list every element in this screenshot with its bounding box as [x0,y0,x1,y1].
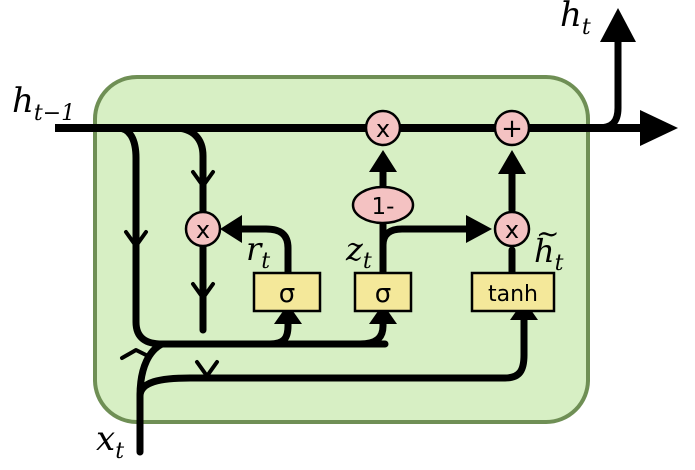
svg-text:σ: σ [375,279,391,309]
label-x-in: xt [96,419,124,464]
top-add-node: + [493,109,531,147]
chevron-down-icon [191,170,215,188]
chevron-up-icon [120,348,150,360]
label-update-gate: zt [345,230,372,274]
top-multiply-node: x [364,109,402,147]
svg-text:+: + [501,114,523,144]
candidate-tanh-layer: tanh [470,271,556,313]
label-reset-gate: rt [246,230,270,274]
reset-gate-input-arrowhead [274,304,302,324]
candidate-multiply-node: x [493,210,531,248]
svg-text:σ: σ [279,279,295,309]
svg-text:x: x [196,216,210,244]
one-minus-arrowhead [369,150,397,172]
output-arrowhead [600,8,636,42]
chevron-down-icon [124,230,148,248]
reset-gate-output-line [236,225,292,277]
update-gate-input-arrowhead [369,304,397,324]
update-gate-input-line [356,318,387,348]
x-to-gates-merge [136,340,166,400]
label-h-prev: ht−1 [12,81,75,126]
h-prev-branch-to-gates [114,124,389,348]
reset-gate-sigmoid: σ [252,271,322,313]
output-branch-line [594,36,622,132]
svg-text:x: x [376,115,390,143]
update-gate-sigmoid: σ [353,271,413,313]
svg-text:x: x [505,216,519,244]
reset-gate-output-arrowhead [220,215,242,243]
label-candidate: ~ ht [534,217,564,276]
update-gate-to-candidate-mult [379,225,474,249]
svg-text:tanh: tanh [488,282,538,307]
candidate-mult-arrowhead [498,150,526,174]
h-prev-branch-to-reset-mult [171,124,207,216]
chevron-down-icon [191,282,215,300]
update-to-candidate-arrowhead [466,215,492,243]
svg-text:1-: 1- [372,194,395,220]
svg-text:ht: ht [534,232,564,276]
reset-gate-input-line [266,318,292,348]
one-minus-node: 1- [351,185,415,225]
label-h-out: ht [560,0,591,40]
svg-text:~: ~ [536,217,559,250]
hidden-state-arrowhead [640,110,678,146]
reset-multiply-node: x [184,210,222,248]
gru-cell-box [93,75,590,424]
